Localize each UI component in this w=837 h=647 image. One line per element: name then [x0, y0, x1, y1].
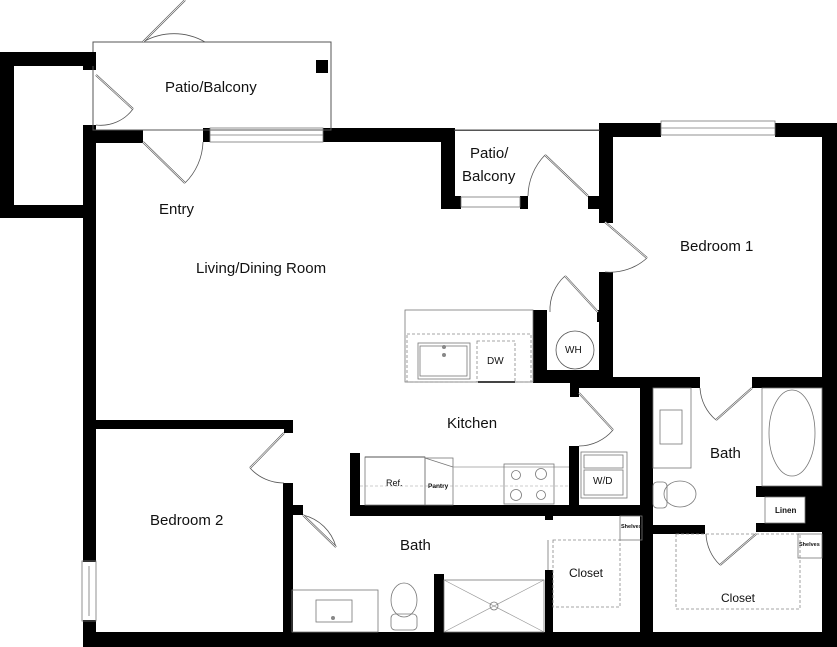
- room-label-closet-master: Closet: [721, 591, 756, 605]
- wall: [0, 52, 14, 218]
- fixture-refrigerator: Ref.: [386, 478, 403, 488]
- fixture-shelves-hall: Shelves: [621, 524, 642, 530]
- fixture-dishwasher: DW: [487, 356, 504, 367]
- room-label-bedroom-1: Bedroom 1: [680, 238, 754, 255]
- wall: [0, 52, 96, 66]
- fixture-water-heater: WH: [565, 345, 582, 356]
- fixture-shelves-master: Shelves: [799, 542, 820, 548]
- wall: [0, 205, 96, 218]
- fixture-linen: Linen: [775, 506, 797, 515]
- room-label-bath-master: Bath: [710, 445, 741, 462]
- fixture-pantry: Pantry: [428, 483, 449, 490]
- room-label-bath-hall: Bath: [400, 537, 431, 554]
- room-label-closet-hall: Closet: [569, 566, 604, 580]
- fixture-washer-dryer: W/D: [593, 476, 613, 487]
- room-label-entry: Entry: [159, 201, 195, 218]
- room-label-patio-small-line2: Balcony: [462, 168, 516, 185]
- room-label-patio-small-line1: Patio/: [470, 145, 509, 162]
- room-label-kitchen: Kitchen: [447, 415, 498, 432]
- room-label-bedroom-2: Bedroom 2: [150, 512, 224, 529]
- room-label-patio-main: Patio/Balcony: [165, 79, 257, 96]
- room-label-living-dining: Living/Dining Room: [196, 260, 327, 277]
